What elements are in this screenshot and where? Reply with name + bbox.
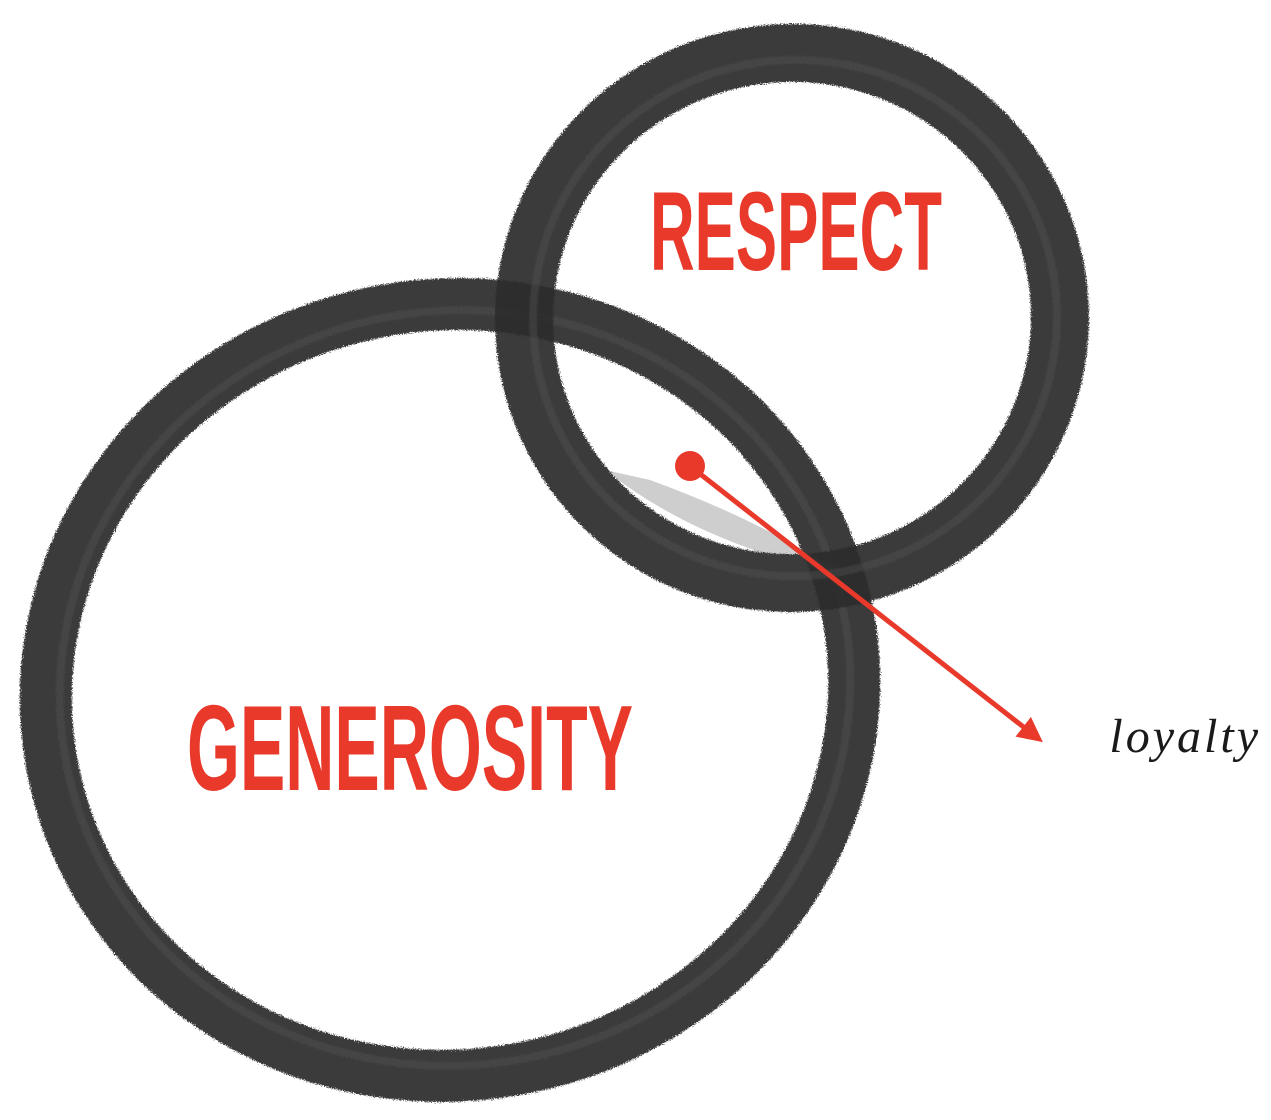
- generosity-label: GENEROSITY: [187, 680, 633, 816]
- overlap-dot: [675, 451, 705, 481]
- loyalty-caption: loyalty: [1109, 710, 1261, 763]
- overlap-region: [605, 470, 845, 575]
- overlap-arrow: [687, 463, 1043, 743]
- generosity-ring: [19, 278, 881, 1102]
- respect-label: RESPECT: [650, 169, 942, 294]
